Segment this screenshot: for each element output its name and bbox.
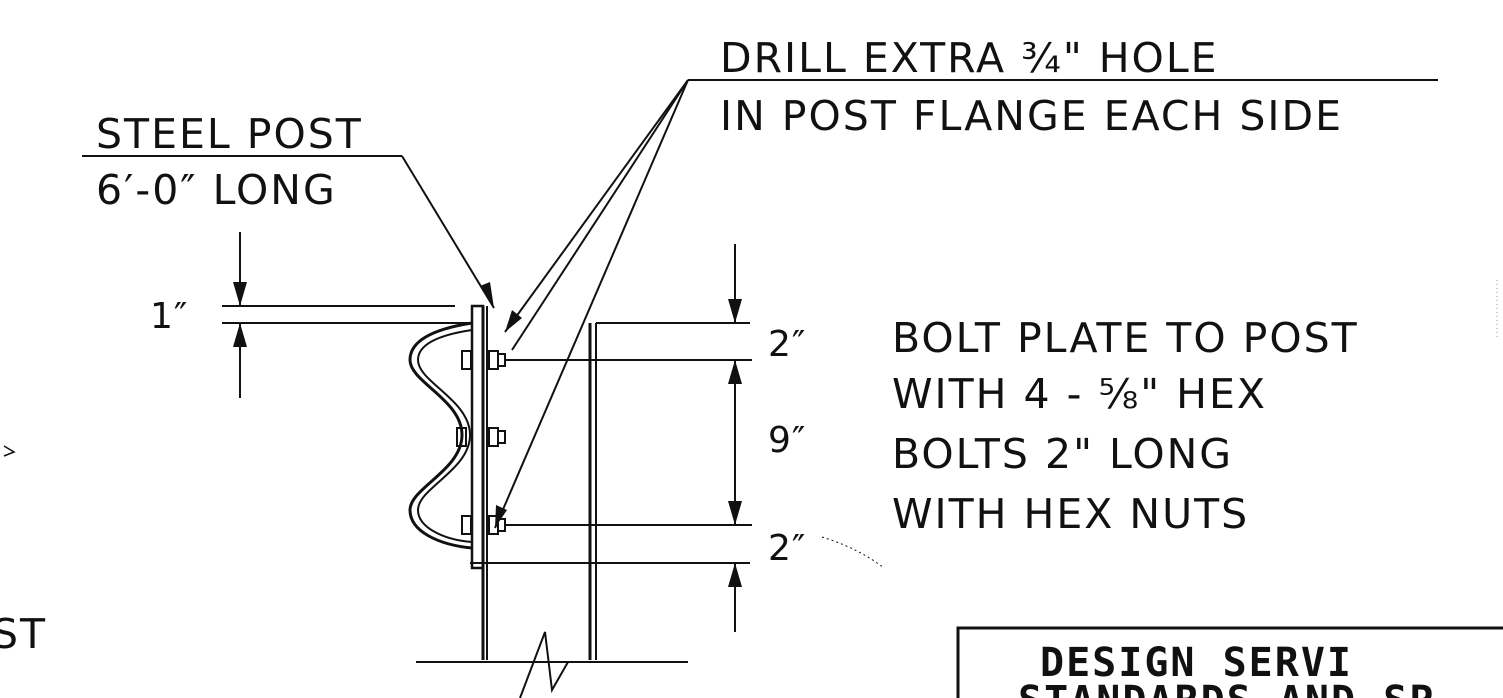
dim-label-top-2in: 2″ [768, 324, 806, 365]
drill-hole-leaders [494, 79, 689, 529]
guardrail-w-beam [408, 321, 473, 550]
title-block-line2: STANDARDS AND SP [1018, 678, 1435, 698]
dimension-1in [222, 232, 470, 398]
dim-label-9in: 9″ [768, 420, 806, 461]
post-note-line2: 6′-0″ LONG [96, 166, 337, 214]
dim-label-bottom-2in: 2″ [768, 528, 806, 569]
left-fragment-text: ST [0, 610, 47, 658]
title-block [956, 626, 1503, 698]
title-block-line1: DESIGN SERVI [1040, 640, 1353, 686]
dim-label-1in: 1″ [150, 296, 188, 337]
annotation-tick [821, 536, 885, 569]
dimension-right-chain [470, 244, 752, 632]
edge-mark [3, 445, 16, 457]
ground-break-line [416, 631, 688, 698]
bolt-middle [456, 427, 506, 447]
steel-post-leader [401, 155, 495, 309]
drill-note-line2: IN POST FLANGE EACH SIDE [720, 92, 1343, 140]
bolt-note-line1: BOLT PLATE TO POST [892, 314, 1359, 362]
drill-note-line1: DRILL EXTRA ¾" HOLE [720, 34, 1219, 82]
bolt-plate [470, 304, 485, 570]
bolt-note-line3: BOLTS 2" LONG [892, 430, 1233, 478]
bolt-note-line2: WITH 4 - ⅝" HEX [892, 370, 1267, 418]
bolt-note-line4: WITH HEX NUTS [892, 490, 1249, 538]
post-note-line1: STEEL POST [96, 110, 363, 158]
